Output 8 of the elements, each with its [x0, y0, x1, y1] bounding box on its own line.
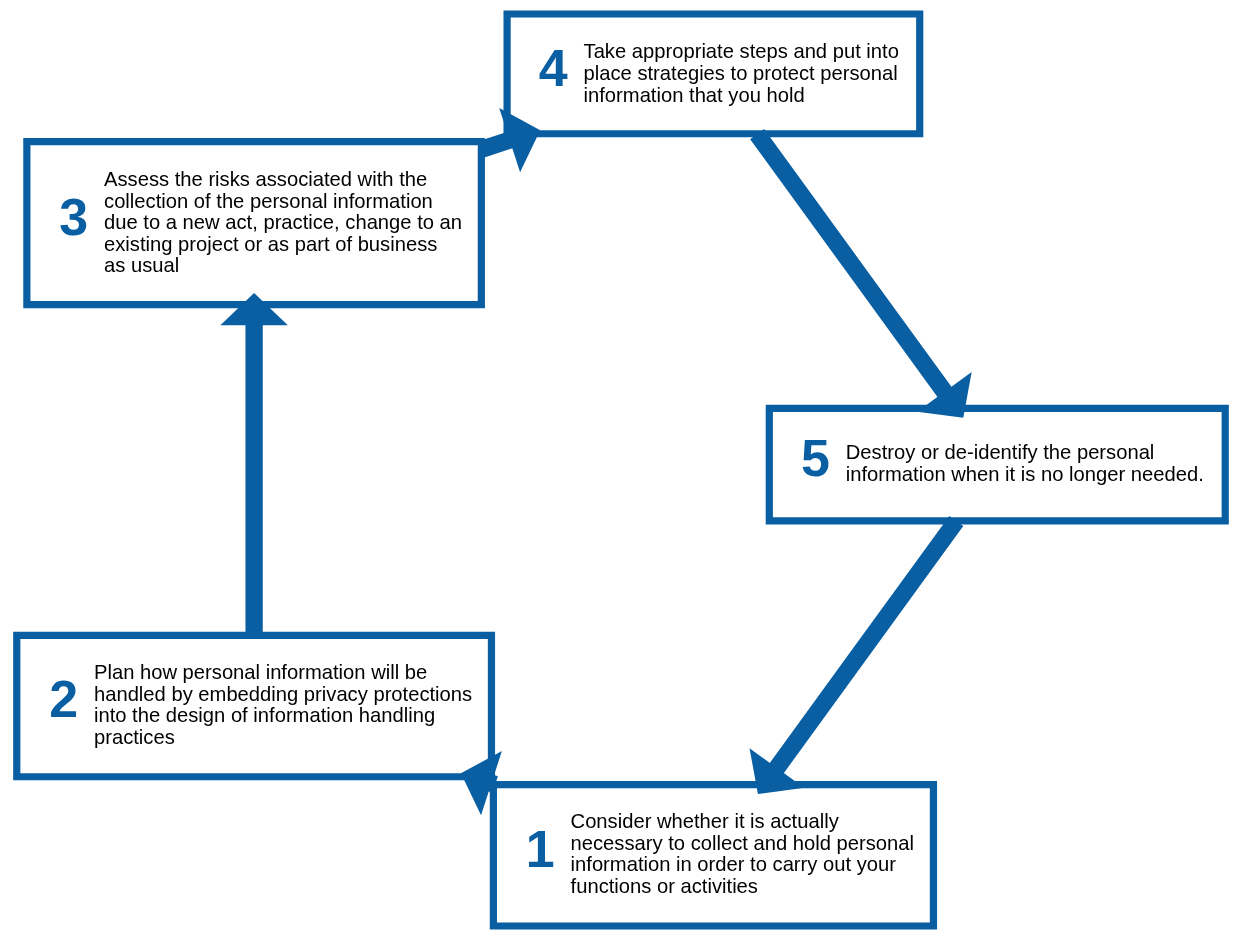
- arrow: [749, 515, 964, 795]
- node-box: 1 Consider whether it is actually necessary to collect and hold personal information in order to carry out your functions or activities: [489, 781, 938, 930]
- node-box: 4 Take appropriate steps and put into place strategies to protect personal information that you hold: [503, 10, 924, 138]
- node-box: 2 Plan how personal information will be handled by embedding privacy protections into the design of information handling practices: [13, 631, 496, 781]
- arrow: [460, 751, 502, 816]
- node-box: 5 Destroy or de-identify the personal information when it is no longer needed.: [765, 404, 1229, 525]
- node-box: 3 Assess the risks associated with the collection of the personal information due to a new act, practice, change to an existing project or as part of business as usual: [23, 138, 485, 309]
- arrow: [750, 129, 972, 418]
